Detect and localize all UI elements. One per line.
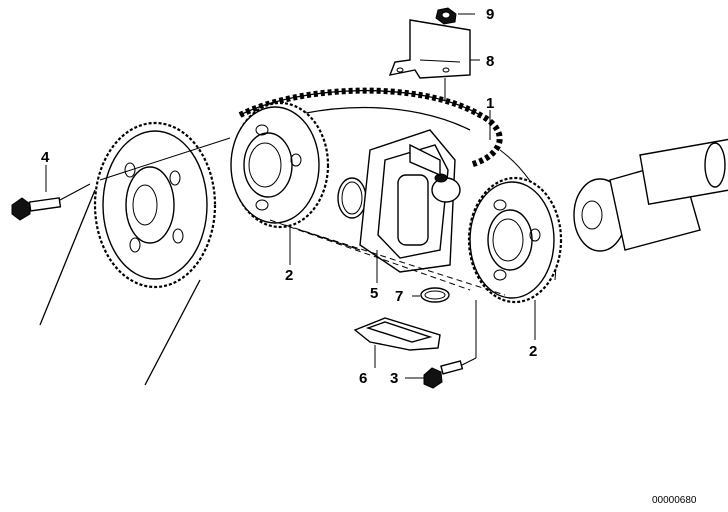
camshaft-sprocket-left (230, 101, 330, 229)
chain-right-strand (144, 279, 201, 386)
callout-9: 9 (486, 6, 494, 23)
callout-6: 6 (359, 370, 367, 387)
camshaft (573, 138, 728, 252)
bolt-3 (423, 300, 477, 389)
reference-number: 00000680 (652, 495, 697, 506)
bracket (388, 19, 471, 100)
nut-9 (435, 7, 457, 25)
leader-lines (45, 13, 536, 379)
callout-1: 1 (486, 95, 494, 112)
callout-2-right: 2 (529, 343, 537, 360)
guide-rail (353, 317, 441, 351)
callout-7: 7 (395, 288, 403, 305)
camshaft-sprocket-right (467, 176, 563, 304)
callout-4: 4 (41, 149, 50, 166)
chain-left-strand (39, 189, 96, 326)
callout-8: 8 (486, 53, 494, 70)
callout-5: 5 (370, 285, 378, 302)
sealing-ring (420, 287, 450, 303)
callout-2-left: 2 (285, 267, 293, 284)
callout-3: 3 (390, 370, 398, 387)
bolt-4 (11, 183, 91, 221)
crank-sprocket (93, 121, 217, 289)
alignment-lines (269, 219, 506, 296)
chain-tensioner (359, 129, 461, 273)
